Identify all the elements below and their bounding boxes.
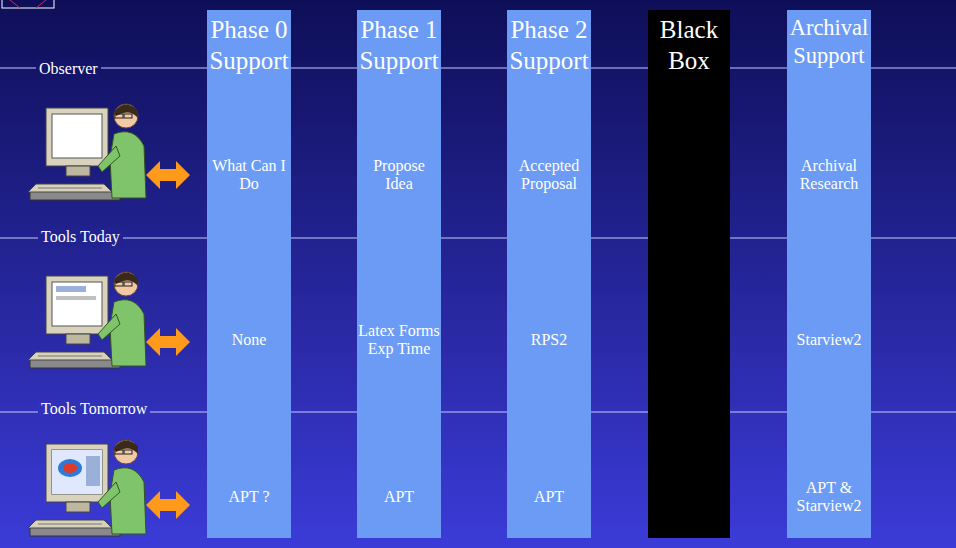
- column-heading: Phase 1 Support: [357, 14, 441, 77]
- column-heading: Phase 0 Support: [207, 14, 291, 77]
- row-label: Tools Tomorrow: [38, 400, 150, 418]
- cell-text: APT: [507, 488, 591, 506]
- cell-text: Accepted Proposal: [507, 157, 591, 194]
- cell-text: APT & Starview2: [787, 479, 871, 516]
- phase-column: Phase 0 SupportWhat Can I Do NoneAPT ?: [207, 10, 291, 538]
- cell-text: Propose Idea: [357, 157, 441, 194]
- cell-text: APT ?: [207, 488, 291, 506]
- cell-text: None: [207, 331, 291, 349]
- row-label: Observer: [36, 60, 101, 78]
- cell-text: Starview2: [787, 331, 871, 349]
- phase-column: Phase 1 SupportPropose IdeaLatex Forms E…: [357, 10, 441, 538]
- column-heading: Phase 2 Support: [507, 14, 591, 77]
- cell-text: Archival Research: [787, 157, 871, 194]
- black-box-column: Black Box: [648, 10, 730, 538]
- cell-text: APT: [357, 488, 441, 506]
- cell-text: RPS2: [507, 331, 591, 349]
- archival-column: Archival SupportArchival ResearchStarvie…: [787, 10, 871, 538]
- phase-column: Phase 2 SupportAccepted ProposalRPS2APT: [507, 10, 591, 538]
- column-heading: Archival Support: [787, 14, 871, 70]
- column-heading: Black Box: [648, 14, 730, 77]
- row-label: Tools Today: [38, 228, 123, 246]
- cell-text: Latex Forms Exp Time: [357, 322, 441, 359]
- cell-text: What Can I Do: [207, 157, 291, 194]
